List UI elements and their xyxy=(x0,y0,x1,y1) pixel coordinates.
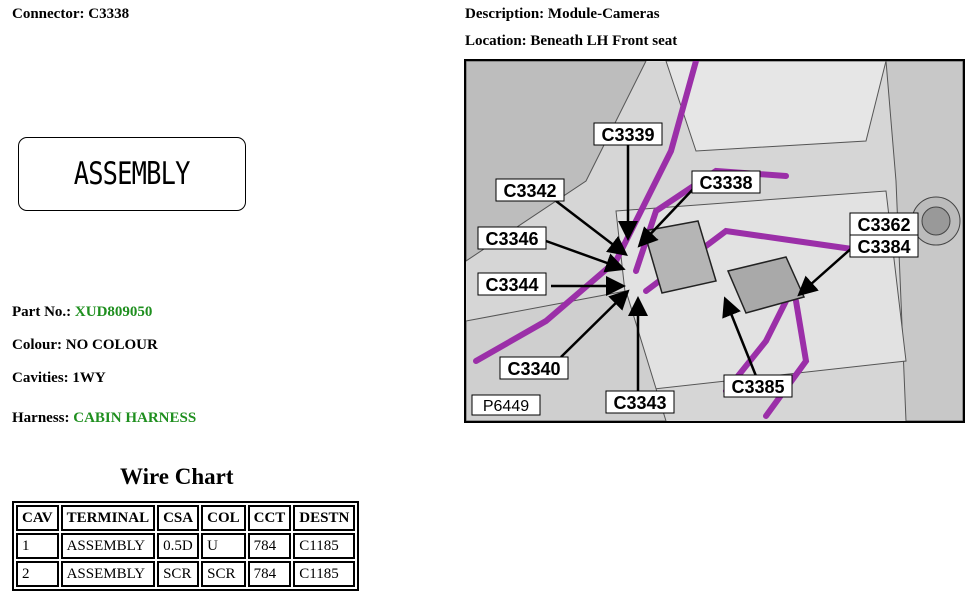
wire-chart-header-row: CAV TERMINAL CSA COL CCT DESTN xyxy=(16,505,356,531)
table-row: 1 ASSEMBLY 0.5D U 784 C1185 xyxy=(16,533,356,559)
col-header: COL xyxy=(201,505,246,531)
colour-line: Colour: NO COLOUR xyxy=(12,337,158,354)
callout-label: C3362 xyxy=(857,215,910,235)
description-label: Description: xyxy=(465,6,545,22)
connector-line: Connector: C3338 xyxy=(12,6,129,23)
location-drawing: C3339 C3342 C3338 C3346 C3362 C3384 C334… xyxy=(466,61,963,421)
location-line: Location: Beneath LH Front seat xyxy=(465,33,677,50)
callout-label: C3343 xyxy=(613,393,666,413)
location-label: Location: xyxy=(465,33,527,49)
description-value: Module-Cameras xyxy=(547,6,660,22)
callout-labels: C3339 C3342 C3338 C3346 C3362 C3384 C334… xyxy=(477,122,919,414)
colour-value: NO COLOUR xyxy=(65,337,158,353)
connector-value: C3338 xyxy=(88,6,130,22)
cavities-line: Cavities: 1WY xyxy=(12,370,106,387)
wire-chart-title: Wire Chart xyxy=(120,464,234,489)
cavities-value: 1WY xyxy=(72,370,106,386)
table-cell: SCR xyxy=(157,561,200,587)
wire-chart-table: CAV TERMINAL CSA COL CCT DESTN 1 ASSEMBL… xyxy=(12,501,360,591)
location-illustration: C3339 C3342 C3338 C3346 C3362 C3384 C334… xyxy=(464,59,965,423)
col-header: DESTN xyxy=(293,505,356,531)
colour-label: Colour: xyxy=(12,337,62,353)
cavities-label: Cavities: xyxy=(12,370,69,386)
table-cell: SCR xyxy=(201,561,246,587)
table-cell: 2 xyxy=(16,561,59,587)
description-line: Description: Module-Cameras xyxy=(465,6,660,23)
table-cell: 784 xyxy=(247,533,292,559)
table-cell: C1185 xyxy=(293,561,356,587)
callout-label: C3384 xyxy=(857,237,910,257)
callout-label: C3342 xyxy=(503,181,556,201)
connector-label: Connector: xyxy=(12,6,85,22)
col-header: CAV xyxy=(16,505,59,531)
table-row: 2 ASSEMBLY SCR SCR 784 C1185 xyxy=(16,561,356,587)
part-no-label: Part No.: xyxy=(12,304,72,320)
table-cell: 0.5D xyxy=(157,533,200,559)
callout-label: C3338 xyxy=(699,173,752,193)
part-no-link[interactable]: XUD809050 xyxy=(74,304,153,320)
assembly-text: ASSEMBLY xyxy=(74,156,191,192)
callout-label: C3340 xyxy=(507,359,560,379)
col-header: CCT xyxy=(247,505,292,531)
table-cell: ASSEMBLY xyxy=(60,533,156,559)
table-cell: 784 xyxy=(247,561,292,587)
part-no-line: Part No.: XUD809050 xyxy=(12,304,152,321)
table-cell: U xyxy=(201,533,246,559)
connector-face-view: ASSEMBLY xyxy=(18,137,246,211)
col-header: TERMINAL xyxy=(60,505,156,531)
callout-label: C3346 xyxy=(485,229,538,249)
callout-label: C3344 xyxy=(485,275,538,295)
table-cell: C1185 xyxy=(293,533,356,559)
harness-link[interactable]: CABIN HARNESS xyxy=(73,410,197,426)
harness-label: Harness: xyxy=(12,410,70,426)
callout-label: C3339 xyxy=(601,125,654,145)
table-cell: 1 xyxy=(16,533,59,559)
callout-label: C3385 xyxy=(731,377,784,397)
col-header: CSA xyxy=(157,505,200,531)
table-cell: ASSEMBLY xyxy=(60,561,156,587)
harness-line: Harness: CABIN HARNESS xyxy=(12,410,196,427)
location-value: Beneath LH Front seat xyxy=(530,33,678,49)
figure-ref: P6449 xyxy=(483,398,529,415)
